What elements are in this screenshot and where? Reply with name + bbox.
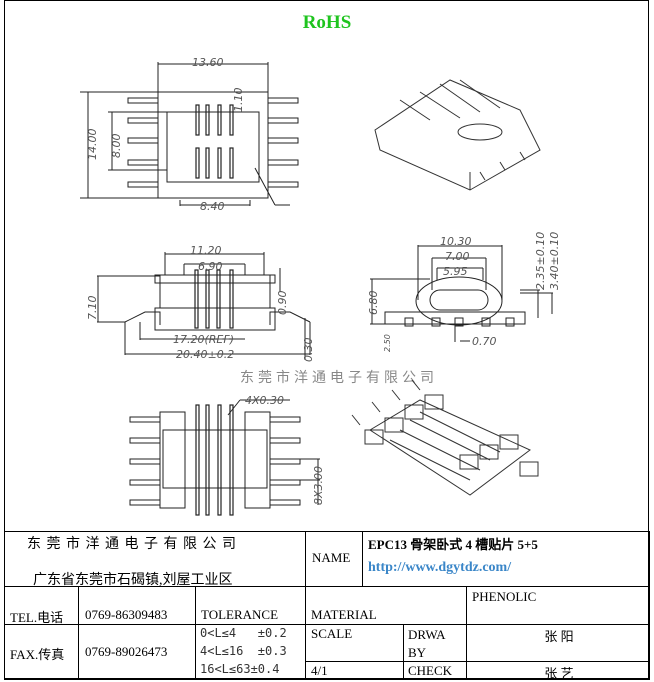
tel-cell: 0769-86309483 (78, 586, 196, 625)
dim-13-60: 13.60 (192, 56, 224, 69)
material-cell: PHENOLIC (466, 586, 650, 625)
product-cell: EPC13 骨架卧式 4 槽贴片 5+5 http://www.dgytdz.c… (362, 531, 650, 587)
top-view (80, 62, 299, 206)
checked-by-value: 张 艺 (544, 666, 574, 681)
tel-label: TEL.电话 (10, 610, 64, 625)
drawn-by-label: DRWA BY (408, 627, 445, 660)
side-view (370, 245, 553, 342)
dim-8-40: 8.40 (200, 200, 225, 213)
name-label-cell: NAME (305, 531, 363, 587)
material-value: PHENOLIC (472, 589, 537, 604)
dim-6-90: 6.90 (198, 260, 223, 273)
technical-drawing: 13.60 14.00 8.00 1.10 8.40 11.20 6.90 7.… (80, 56, 561, 516)
isometric-view-top (374, 79, 541, 191)
watermark: 东莞市洋通电子有限公司 (240, 369, 438, 386)
fax-label: FAX.传真 (10, 647, 65, 662)
tel-label-cell: TEL.电话 (4, 586, 79, 625)
tolerance-row: 16<L≤63±0.4 (200, 662, 280, 676)
dim-7-00: 7.00 (445, 250, 470, 263)
dim-2-35: 2.35±0.10 (534, 232, 547, 290)
scale-label: SCALE (311, 626, 353, 641)
drawn-by-cell: 张 阳 (466, 624, 650, 662)
scale-value: 4/1 (311, 663, 328, 678)
material-label-cell: MATERIAL (305, 586, 467, 625)
drawing-frame (4, 0, 649, 679)
dim-10-30: 10.30 (440, 235, 472, 248)
dim-3-40: 3.40±0.10 (548, 232, 561, 290)
check-cell: 张 艺 (466, 661, 650, 681)
dim-20-40: 20.40±0.2 (176, 348, 234, 361)
tolerance-label-cell: TOLERANCE (195, 586, 306, 625)
isometric-view-bottom (351, 379, 539, 496)
dim-0-30: 0.30 (302, 338, 315, 363)
tel-number: 0769-86309483 (85, 607, 168, 622)
drawn-by-value: 张 阳 (544, 629, 574, 644)
fax-label-cell: FAX.传真 (4, 624, 79, 680)
dim-0-90: 0.90 (276, 291, 289, 316)
dim-8x3-00: 8X3.00 (312, 466, 325, 505)
check-label: CHECK (408, 663, 453, 678)
scale-cell: 4/1 (305, 661, 404, 680)
company-address: 广东省东莞市石碣镇,刘屋工业区 (33, 573, 233, 588)
dim-0-70: 0.70 (472, 335, 497, 348)
tolerance-values-cell: 0<L≤4 ±0.2 4<L≤16 ±0.3 16<L≤63±0.4 (195, 624, 306, 680)
front-view (97, 252, 311, 360)
dim-14-00: 14.00 (86, 129, 99, 161)
product-name: EPC13 骨架卧式 4 槽贴片 5+5 (368, 537, 538, 552)
rohs-title: RoHS (302, 12, 352, 33)
material-label: MATERIAL (311, 607, 377, 622)
dim-5-95: 5.95 (443, 265, 468, 278)
check-label-cell: CHECK (403, 661, 467, 680)
tolerance-row: 0<L≤4 ±0.2 (200, 626, 287, 640)
drawn-by-label-cell: DRWA BY (403, 624, 467, 662)
company-cell: 东 莞 市 洋 通 电 子 有 限 公 司 广东省东莞市石碣镇,刘屋工业区 (4, 531, 306, 588)
dim-4x0-30: 4X0.30 (245, 394, 284, 407)
tolerance-row: 4<L≤16 ±0.3 (200, 644, 287, 658)
fax-cell: 0769-89026473 (78, 624, 196, 680)
bottom-view (129, 399, 320, 516)
fax-number: 0769-89026473 (85, 644, 168, 659)
dim-8-00: 8.00 (110, 134, 123, 159)
dim-17-20-ref: 17.20(REF) (173, 333, 234, 346)
dim-6-80: 6.80 (367, 291, 380, 316)
dim-11-20: 11.20 (190, 244, 222, 257)
tolerance-label: TOLERANCE (201, 607, 279, 622)
dim-1-10: 1.10 (232, 88, 245, 113)
name-label: NAME (312, 550, 351, 565)
website-link[interactable]: http://www.dgytdz.com/ (368, 560, 512, 575)
dim-2-50: 2.50 (383, 334, 392, 352)
dim-7-10: 7.10 (86, 296, 99, 321)
company-name: 东 莞 市 洋 通 电 子 有 限 公 司 (27, 537, 237, 552)
scale-label-cell: SCALE (305, 624, 404, 662)
